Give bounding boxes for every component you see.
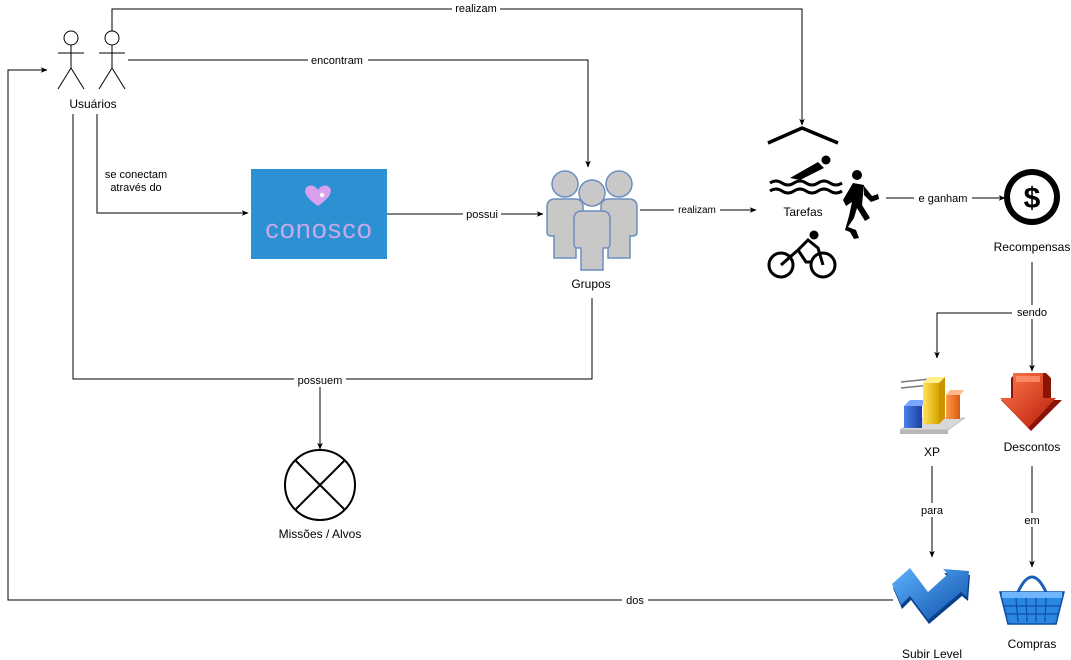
crossed-circle-icon bbox=[284, 449, 356, 521]
down-arrow-icon bbox=[1000, 373, 1062, 431]
users-node[interactable]: Usuários bbox=[57, 30, 126, 111]
edge-label-groups-tasks: realizam bbox=[678, 205, 716, 216]
bar-chart-icon bbox=[899, 377, 966, 434]
purchases-label: Compras bbox=[1008, 637, 1057, 651]
stick-figure-icon bbox=[98, 30, 126, 90]
edge-label-discounts-purchases: em bbox=[1024, 515, 1039, 527]
groups-node[interactable]: Grupos bbox=[546, 170, 638, 291]
missions-label: Missões / Alvos bbox=[279, 527, 362, 541]
tasks-node[interactable]: Tarefas bbox=[767, 126, 879, 279]
running-icon bbox=[843, 170, 879, 239]
edge-label-users-tasks: realizam bbox=[455, 3, 497, 15]
rewards-node[interactable]: $ Recompensas bbox=[994, 169, 1071, 254]
stick-figure-icon bbox=[57, 30, 85, 90]
swimming-icon bbox=[767, 126, 843, 195]
edges: realizam encontram se conectam através d… bbox=[7, 1, 1052, 607]
tasks-label: Tarefas bbox=[783, 205, 822, 219]
edge-label-missions: possuem bbox=[298, 375, 343, 387]
conosco-node[interactable]: conosco bbox=[251, 169, 387, 259]
level-up-label: Subir Level bbox=[902, 647, 962, 660]
edge-label-users-conosco-2: através do bbox=[110, 182, 161, 194]
conosco-logo-text: conosco bbox=[265, 214, 373, 244]
edge-level-users bbox=[7, 67, 893, 601]
edge-users-groups bbox=[128, 59, 591, 168]
xp-node[interactable]: XP bbox=[899, 377, 966, 459]
discounts-node[interactable]: Descontos bbox=[1000, 373, 1062, 454]
edge-label-conosco-groups: possui bbox=[466, 209, 498, 221]
xp-label: XP bbox=[924, 445, 940, 459]
edge-label-xp-level: para bbox=[921, 505, 944, 517]
discounts-label: Descontos bbox=[1004, 440, 1061, 454]
trend-arrow-icon bbox=[892, 568, 970, 624]
dollar-icon: $ bbox=[1004, 169, 1060, 225]
svg-text:$: $ bbox=[1024, 182, 1041, 215]
users-label: Usuários bbox=[69, 97, 116, 111]
rewards-label: Recompensas bbox=[994, 240, 1071, 254]
missions-node[interactable]: Missões / Alvos bbox=[279, 449, 362, 541]
level-up-node[interactable]: Subir Level bbox=[892, 568, 970, 660]
edge-label-users-conosco-1: se conectam bbox=[105, 169, 167, 181]
edge-users-conosco bbox=[96, 114, 249, 216]
shopping-basket-icon bbox=[999, 575, 1065, 625]
edge-label-users-groups: encontram bbox=[311, 55, 363, 67]
heart-icon bbox=[305, 185, 331, 206]
conosco-logo-icon bbox=[251, 169, 387, 259]
purchases-node[interactable]: Compras bbox=[999, 575, 1065, 651]
edge-label-tasks-rewards: e ganham bbox=[919, 193, 968, 205]
cycling-icon bbox=[767, 230, 837, 279]
edge-label-rewards-split: sendo bbox=[1017, 307, 1047, 319]
edge-rewards-xp bbox=[934, 312, 1032, 359]
groups-label: Grupos bbox=[571, 277, 610, 291]
edge-label-level-users: dos bbox=[626, 595, 644, 607]
people-group-icon bbox=[546, 170, 638, 271]
edge-users-tasks bbox=[111, 8, 805, 126]
